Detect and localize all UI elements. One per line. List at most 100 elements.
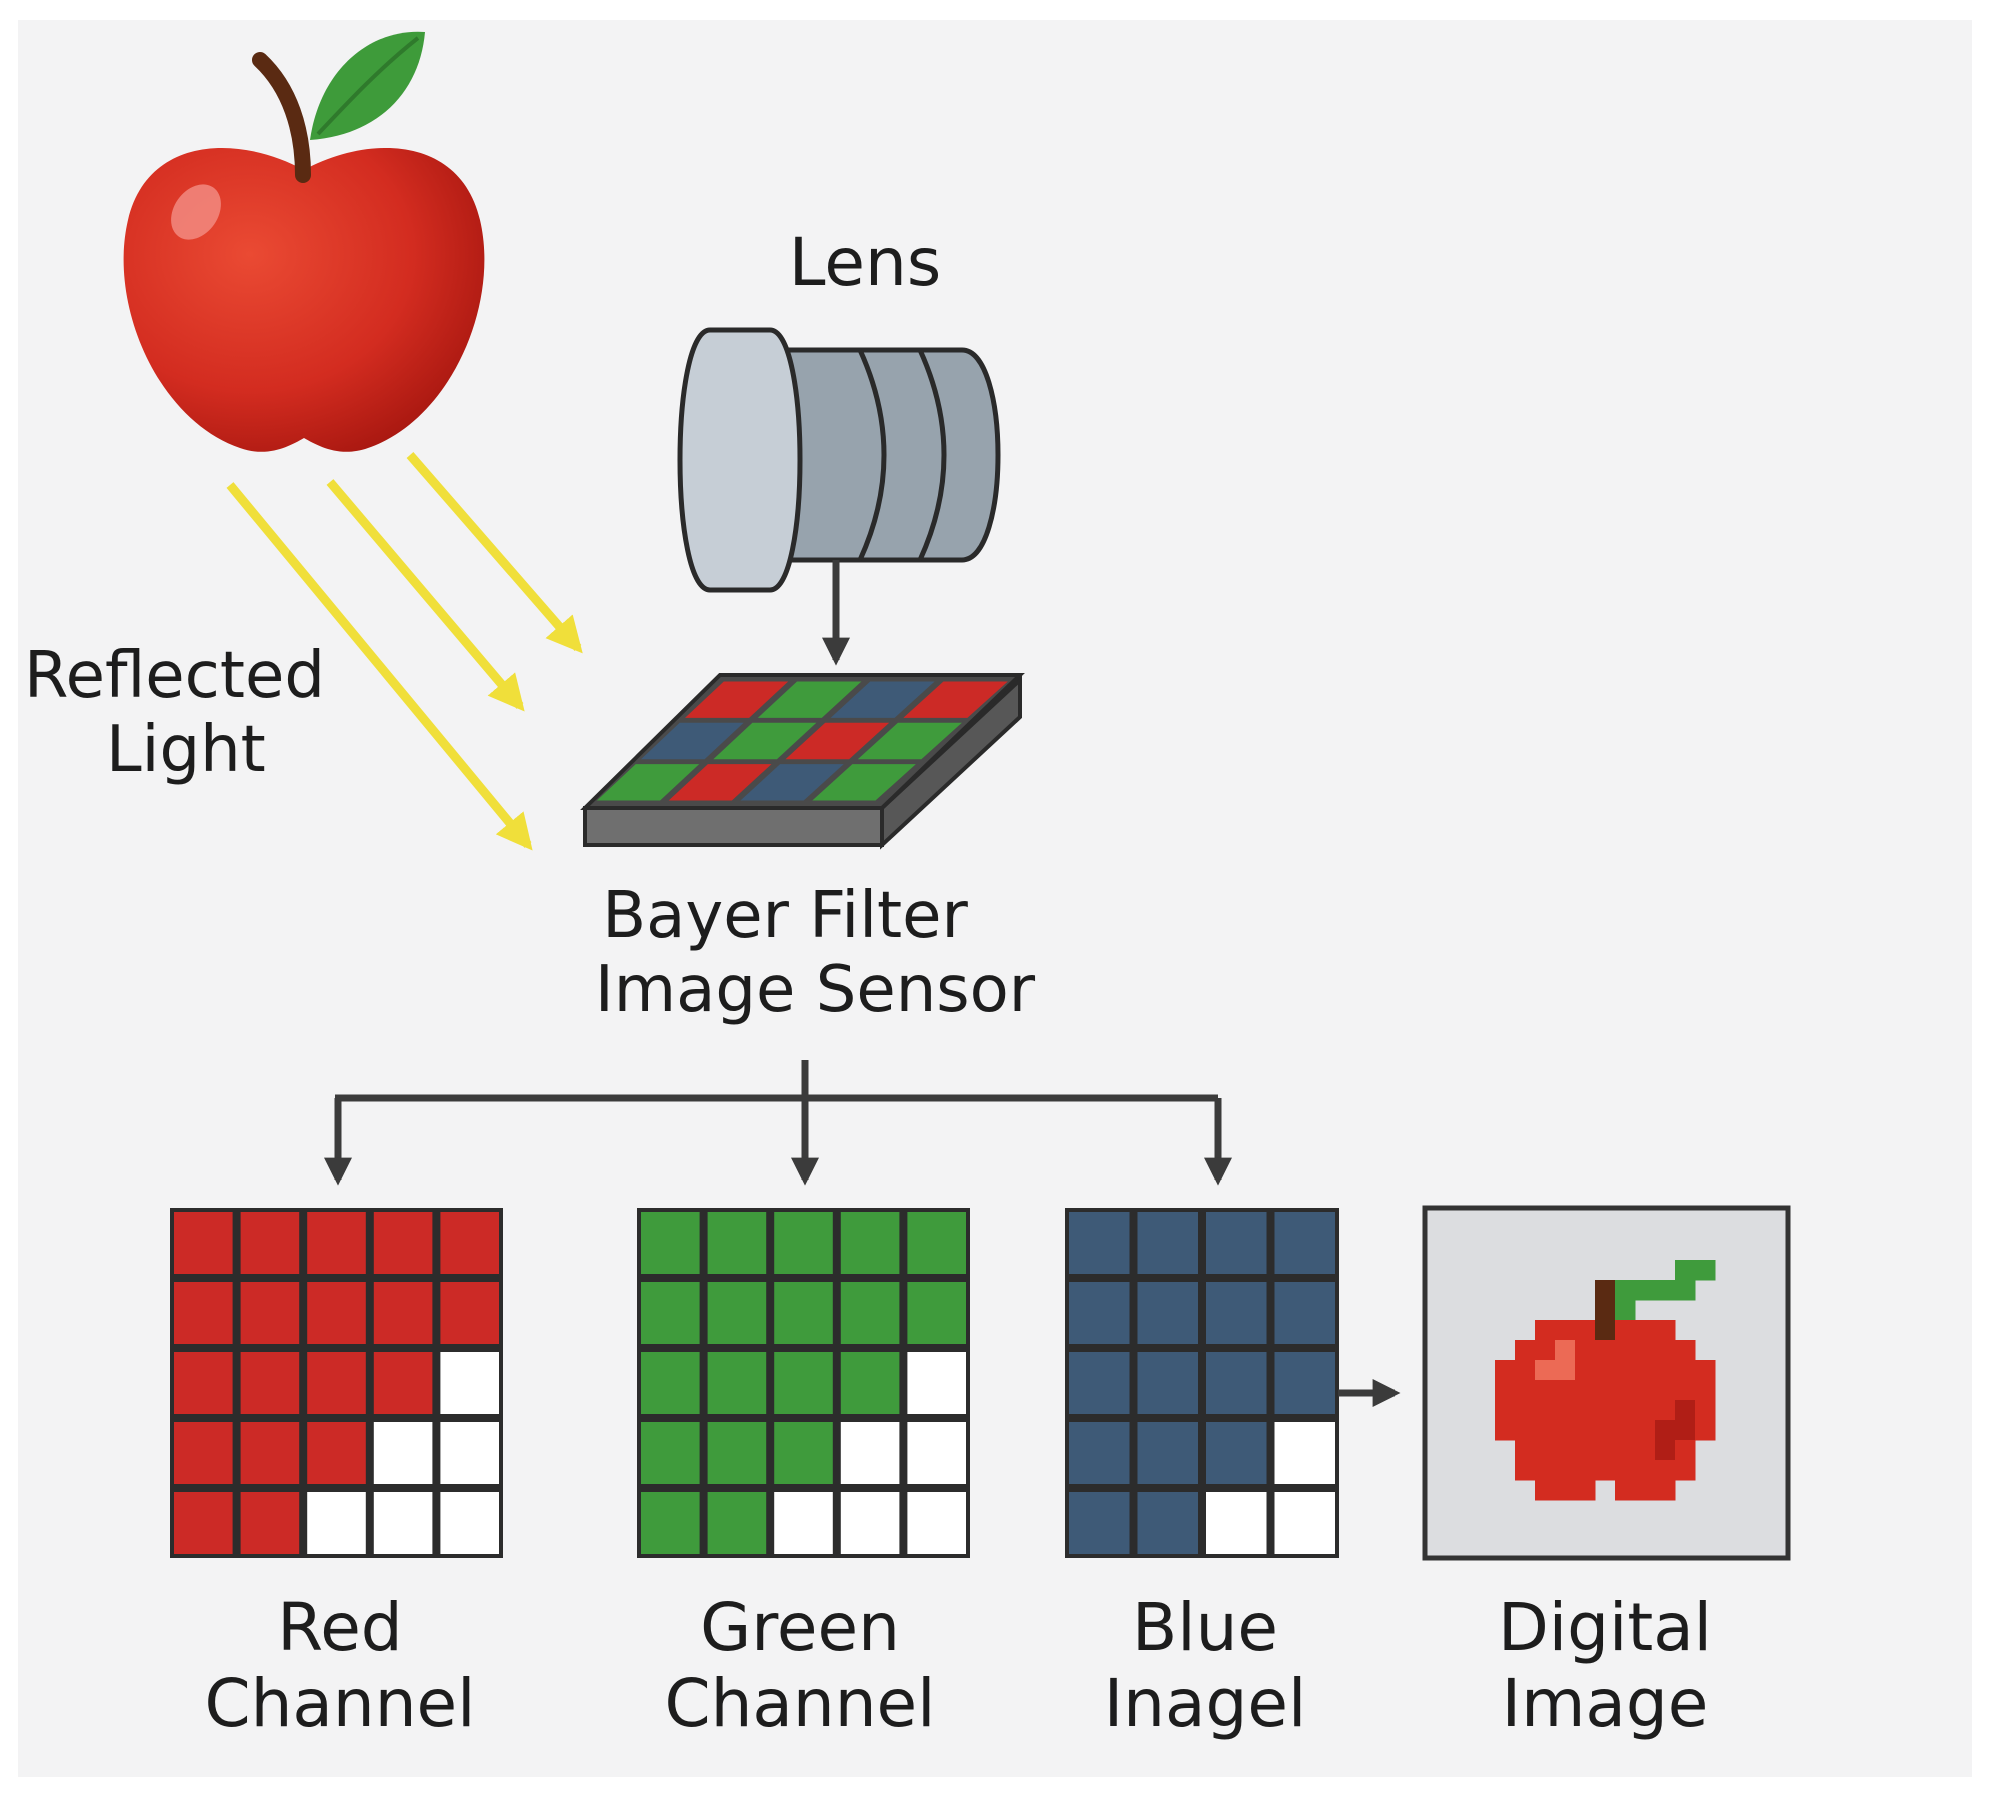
lens-ring-2 [917, 348, 947, 562]
apple-pixel [1595, 1380, 1616, 1401]
green-channel-line1: Green [700, 1589, 900, 1666]
green-channel-label: Green Channel [630, 1590, 970, 1742]
lens-icon [677, 327, 1001, 593]
apple-pixel [1615, 1460, 1636, 1481]
lens-rim [677, 327, 803, 593]
channel-pixel [707, 1352, 767, 1414]
lens-ring-1 [857, 348, 887, 562]
apple-pixel [1535, 1320, 1556, 1341]
apple-pixel [1695, 1420, 1716, 1441]
apple-pixel [1515, 1460, 1536, 1481]
apple-pixel [1675, 1420, 1696, 1441]
channel-pixel [641, 1282, 700, 1344]
channel-pixel [1206, 1422, 1267, 1484]
channel-pixel [174, 1492, 233, 1554]
channel-pixel [774, 1352, 833, 1414]
empty-pixel [440, 1492, 499, 1554]
apple-pixel [1495, 1420, 1516, 1441]
apple-pixel [1655, 1480, 1676, 1501]
bayer-cell [857, 722, 962, 760]
apple-pixel [1575, 1360, 1596, 1381]
apple-pixel [1695, 1360, 1716, 1381]
reflected-light-line2: Light [106, 712, 266, 787]
apple-pixel [1615, 1440, 1636, 1461]
channel-pixel [1206, 1352, 1267, 1414]
apple-pixel [1655, 1420, 1676, 1441]
red-channel-label: Red Channel [170, 1590, 510, 1742]
apple-pixel [1555, 1400, 1576, 1421]
channel-pixel [174, 1282, 233, 1344]
channel-pixel [1274, 1352, 1335, 1414]
apple-pixel [1555, 1380, 1576, 1401]
channel-pixel [373, 1212, 433, 1274]
apple-pixel [1575, 1420, 1596, 1441]
apple-pixel [1615, 1380, 1636, 1401]
channel-pixel [907, 1212, 966, 1274]
digital-image-frame [1422, 1205, 1791, 1561]
apple-pixel [1595, 1440, 1616, 1461]
channel-pixel [1069, 1352, 1130, 1414]
apple-pixel [1615, 1420, 1636, 1441]
pixel-apple-icon [1495, 1260, 1716, 1501]
channel-pixel [840, 1352, 900, 1414]
empty-pixel [774, 1492, 833, 1554]
apple-pixel [1675, 1400, 1696, 1421]
apple-pixel [1595, 1360, 1616, 1381]
apple-highlight [171, 184, 221, 240]
channel-pixel [774, 1282, 833, 1344]
empty-pixel [440, 1352, 499, 1414]
blue-channel-line1: Blue [1131, 1589, 1279, 1666]
channel-pixel [641, 1492, 700, 1554]
apple-pixel [1595, 1460, 1616, 1481]
channel-pixel [307, 1422, 366, 1484]
apple-pixel [1535, 1420, 1556, 1441]
empty-pixel [907, 1352, 966, 1414]
apple-pixel [1515, 1360, 1536, 1381]
empty-pixel [440, 1422, 499, 1484]
apple-pixel [1615, 1280, 1636, 1301]
apple-pixel [1635, 1320, 1656, 1341]
green-channel-grid [637, 1208, 970, 1558]
channel-pixel [774, 1422, 833, 1484]
apple-pixel [1555, 1360, 1576, 1381]
apple-pixel [1555, 1340, 1576, 1361]
channel-pixel [1137, 1352, 1198, 1414]
bayer-cell [903, 681, 1008, 718]
channel-pixel [641, 1352, 700, 1414]
channel-pixel [1206, 1212, 1267, 1274]
empty-pixel [907, 1422, 966, 1484]
channel-pixel [641, 1422, 700, 1484]
apple-pixel [1695, 1400, 1716, 1421]
channel-pixel [240, 1492, 300, 1554]
bayer-cell [685, 681, 789, 718]
channel-pixel [240, 1352, 300, 1414]
channel-pixel [307, 1352, 366, 1414]
channel-pixel [1137, 1422, 1198, 1484]
bayer-cell [641, 722, 744, 760]
channel-pixel [840, 1212, 900, 1274]
apple-pixel [1595, 1300, 1616, 1321]
channel-pixel [707, 1212, 767, 1274]
apple-pixel [1575, 1440, 1596, 1461]
apple-pixel [1635, 1420, 1656, 1441]
bayer-cell [812, 764, 916, 801]
digital-image-line2: Image [1501, 1664, 1709, 1742]
channel-pixel [373, 1282, 433, 1344]
apple-pixel [1535, 1340, 1556, 1361]
apple-pixel [1535, 1380, 1556, 1401]
apple-pixel [1655, 1460, 1676, 1481]
apple-pixel [1675, 1360, 1696, 1381]
light-ray-1 [406, 452, 583, 654]
apple-pixel [1515, 1440, 1536, 1461]
channel-pixel [440, 1212, 499, 1274]
channel-pixel [174, 1212, 233, 1274]
apple-pixel [1635, 1380, 1656, 1401]
channel-pixel [174, 1422, 233, 1484]
channel-pixel [641, 1212, 700, 1274]
apple-pixel [1535, 1460, 1556, 1481]
light-ray-3 [226, 482, 533, 851]
apple-pixel [1515, 1400, 1536, 1421]
blue-channel-label: Blue Inagel [1080, 1590, 1330, 1742]
empty-pixel [373, 1492, 433, 1554]
